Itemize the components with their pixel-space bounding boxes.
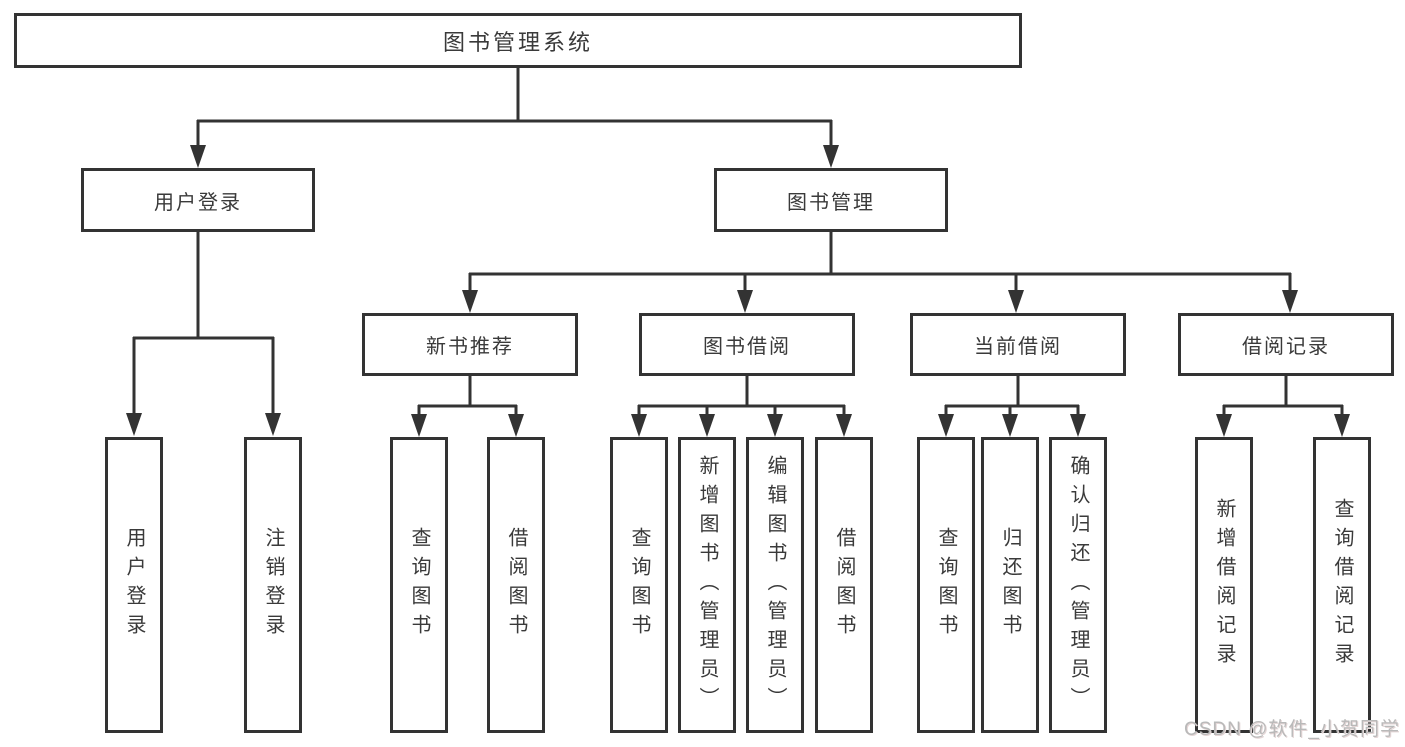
node-book-management: 图书管理 bbox=[714, 168, 948, 232]
node-current-borrowing-label: 当前借阅 bbox=[974, 336, 1062, 358]
node-current-borrowing: 当前借阅 bbox=[910, 313, 1126, 376]
leaf-query-borrow-record: 查询借阅记录 bbox=[1313, 437, 1371, 733]
node-book-borrowing: 图书借阅 bbox=[639, 313, 855, 376]
leaf-add-book-admin-label: 新增图书（管理员） bbox=[696, 454, 718, 716]
node-root-system: 图书管理系统 bbox=[14, 13, 1022, 68]
node-new-book-recommendation-label: 新书推荐 bbox=[426, 336, 514, 358]
leaf-user-login: 用户登录 bbox=[105, 437, 163, 733]
leaf-logout: 注销登录 bbox=[244, 437, 302, 733]
leaf-add-borrow-record-label: 新增借阅记录 bbox=[1213, 498, 1235, 672]
leaf-recommend-borrow-book: 借阅图书 bbox=[487, 437, 545, 733]
leaf-return-book-label: 归还图书 bbox=[999, 527, 1021, 643]
leaf-recommend-query-book-label: 查询图书 bbox=[408, 527, 430, 643]
leaf-current-query-book: 查询图书 bbox=[917, 437, 975, 733]
leaf-borrow-book-label: 借阅图书 bbox=[833, 527, 855, 643]
leaf-query-borrow-record-label: 查询借阅记录 bbox=[1331, 498, 1353, 672]
leaf-confirm-return-admin-label: 确认归还（管理员） bbox=[1067, 454, 1089, 716]
leaf-recommend-borrow-book-label: 借阅图书 bbox=[505, 527, 527, 643]
leaf-logout-label: 注销登录 bbox=[262, 527, 284, 643]
leaf-borrow-book: 借阅图书 bbox=[815, 437, 873, 733]
leaf-current-query-book-label: 查询图书 bbox=[935, 527, 957, 643]
node-borrowing-records: 借阅记录 bbox=[1178, 313, 1394, 376]
leaf-edit-book-admin: 编辑图书（管理员） bbox=[746, 437, 804, 733]
leaf-recommend-query-book: 查询图书 bbox=[390, 437, 448, 733]
leaf-add-borrow-record: 新增借阅记录 bbox=[1195, 437, 1253, 733]
leaf-return-book: 归还图书 bbox=[981, 437, 1039, 733]
node-book-management-label: 图书管理 bbox=[787, 191, 875, 214]
node-user-login-label: 用户登录 bbox=[154, 191, 242, 214]
node-user-login: 用户登录 bbox=[81, 168, 315, 232]
node-borrowing-records-label: 借阅记录 bbox=[1242, 336, 1330, 358]
node-root-label: 图书管理系统 bbox=[442, 29, 593, 55]
node-new-book-recommendation: 新书推荐 bbox=[362, 313, 578, 376]
leaf-borrowing-query-book-label: 查询图书 bbox=[628, 527, 650, 643]
leaf-borrowing-query-book: 查询图书 bbox=[610, 437, 668, 733]
leaf-add-book-admin: 新增图书（管理员） bbox=[678, 437, 736, 733]
csdn-watermark: CSDN @软件_小贺同学 bbox=[1184, 719, 1400, 740]
node-book-borrowing-label: 图书借阅 bbox=[703, 336, 791, 358]
leaf-user-login-label: 用户登录 bbox=[123, 527, 145, 643]
leaf-confirm-return-admin: 确认归还（管理员） bbox=[1049, 437, 1107, 733]
leaf-edit-book-admin-label: 编辑图书（管理员） bbox=[764, 454, 786, 716]
